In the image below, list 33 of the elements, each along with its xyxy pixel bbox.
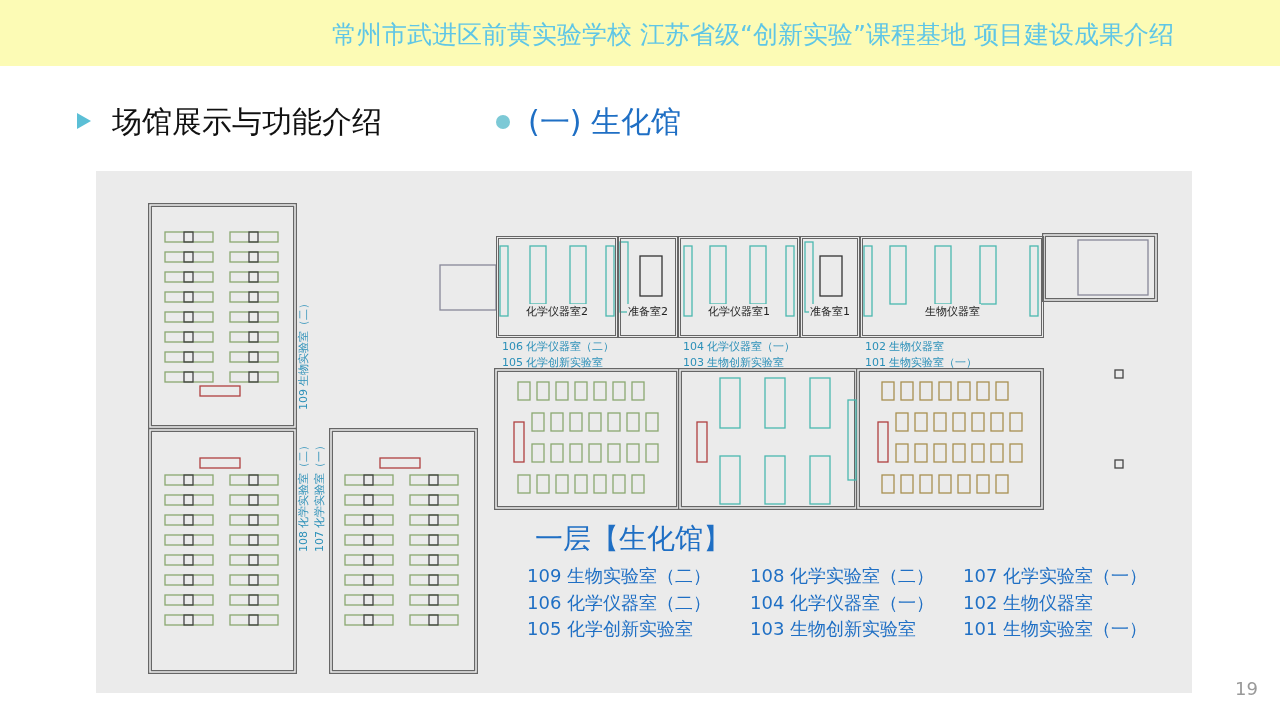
room-label: 108 化学实验室（二）	[297, 439, 311, 552]
section-heading: 场馆展示与功能介绍	[112, 103, 382, 141]
room-list-entry: 108 化学实验室（二）	[750, 564, 935, 588]
room-list-entry: 101 生物实验室（一）	[963, 617, 1148, 641]
room-list-entry: 109 生物实验室（二）	[527, 564, 712, 588]
room-label: 105 化学创新实验室	[502, 355, 604, 371]
room	[860, 236, 1044, 338]
room	[496, 236, 618, 338]
room-label: 化学仪器室2	[525, 304, 589, 319]
room	[800, 236, 860, 338]
room-label: 101 生物实验室（一）	[865, 355, 978, 371]
room-label: 104 化学仪器室（一）	[683, 339, 796, 355]
subsection-heading: (一) 生化馆	[528, 103, 681, 141]
room-list-entry: 105 化学创新实验室	[527, 617, 694, 641]
room-label: 准备室2	[627, 304, 669, 319]
room-list-entry: 104 化学仪器室（一）	[750, 590, 935, 615]
room	[678, 236, 800, 338]
room-list-entry: 102 生物仪器室	[963, 590, 1094, 615]
room-list-entry: 107 化学实验室（一）	[963, 564, 1148, 588]
room-label: 准备室1	[809, 304, 851, 319]
room-list-entry: 103 生物创新实验室	[750, 617, 917, 641]
room-label: 107 化学实验室（一）	[313, 439, 327, 552]
page-number: 19	[1235, 678, 1258, 699]
room-label: 化学仪器室1	[707, 304, 771, 319]
room-list-entry: 106 化学仪器室（二）	[527, 590, 712, 615]
room	[618, 236, 678, 338]
header-title: 常州市武进区前黄实验学校 江苏省级“创新实验”课程基地 项目建设成果介绍	[332, 19, 1174, 51]
room-label: 103 生物创新实验室	[683, 355, 785, 371]
room-label: 109 生物实验室（二）	[297, 297, 311, 410]
floor-heading: 一层【生化馆】	[535, 521, 731, 557]
room-label: 102 生物仪器室	[865, 339, 945, 355]
room-label: 106 化学仪器室（二）	[502, 339, 615, 355]
room-label: 生物仪器室	[923, 304, 981, 319]
